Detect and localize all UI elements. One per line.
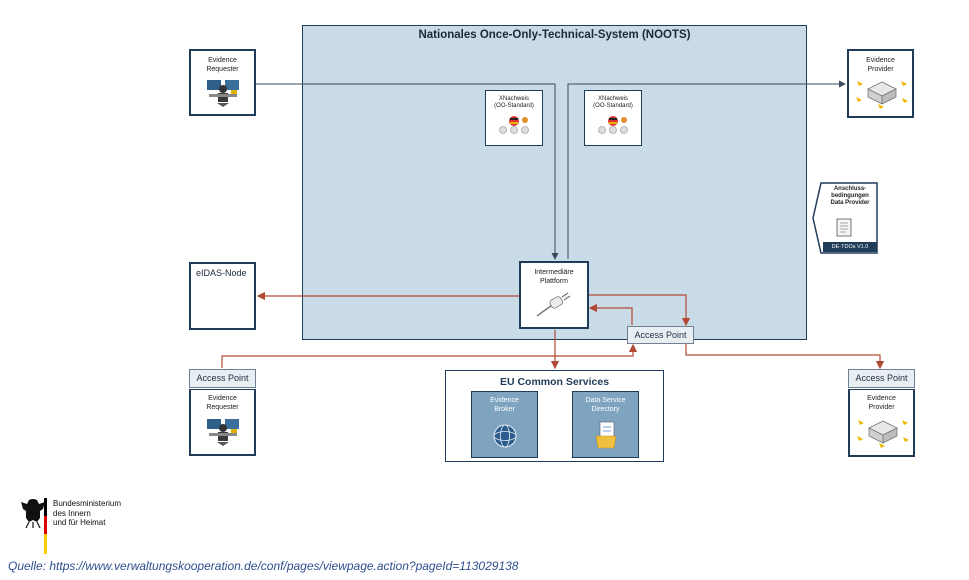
data-service-directory-line1: Data Service bbox=[585, 397, 626, 404]
eidas-node-box: eIDAS-Node bbox=[189, 262, 256, 330]
xnachweis-left-line1: XNachweis bbox=[498, 96, 529, 102]
bottom-evidence-provider-box: Evidence Provider bbox=[848, 389, 915, 457]
directory-document-icon bbox=[595, 421, 616, 449]
bottom-evidence-requester-box: Evidence Requester bbox=[189, 389, 256, 456]
source-caption: Quelle: https://www.verwaltungskooperati… bbox=[8, 559, 519, 573]
xnachweis-right-box: XNachweis (OO-Standard) bbox=[584, 90, 642, 146]
access-point-left: Access Point bbox=[189, 369, 256, 388]
server-network-icon bbox=[856, 420, 909, 448]
flag-stripe-red bbox=[44, 516, 47, 534]
requester-label-line2: Requester bbox=[206, 65, 239, 73]
connector-plug-icon bbox=[536, 292, 571, 317]
globe-icon bbox=[493, 424, 516, 448]
ministry-line3: und für Heimat bbox=[53, 518, 106, 527]
accesspoint-to-platform-arrow bbox=[588, 303, 633, 325]
xnachweis-right-line1: XNachweis bbox=[597, 96, 628, 102]
top-evidence-provider-box: Evidence Provider bbox=[847, 49, 914, 118]
xnachweis-left-line2: (OO-Standard) bbox=[494, 103, 534, 109]
noots-title: Nationales Once-Only-Technical-System (N… bbox=[418, 29, 691, 41]
xnachweis-left-box: XNachweis (OO-Standard) bbox=[485, 90, 543, 146]
anschluss-version-tag: DE-TDOs V1.0 bbox=[823, 242, 877, 252]
data-service-directory-box: Data Service Directory bbox=[572, 391, 639, 458]
evidence-broker-line2: Broker bbox=[494, 405, 515, 413]
platform-label-line2: Plattform bbox=[539, 277, 568, 285]
server-network-icon bbox=[855, 81, 908, 109]
provider-label-line1: Evidence bbox=[866, 57, 895, 64]
bottom-provider-line1: Evidence bbox=[867, 395, 896, 402]
federal-eagle-icon bbox=[21, 499, 45, 529]
flag-stripe-gold bbox=[44, 534, 47, 554]
flag-stripe-black bbox=[44, 498, 47, 516]
platform-to-provider-line bbox=[567, 80, 846, 259]
requester-to-accesspoint-arrow bbox=[221, 343, 638, 368]
office-worker-icon bbox=[206, 419, 239, 446]
platform-to-accesspoint-arrow bbox=[588, 294, 691, 327]
ministry-logo bbox=[21, 498, 47, 554]
anschluss-badge-shape bbox=[812, 182, 878, 254]
requester-to-platform-line bbox=[256, 83, 559, 260]
ministry-name: Bundesministerium des Innern und für Hei… bbox=[53, 499, 121, 528]
bottom-requester-line1: Evidence bbox=[208, 395, 237, 402]
anschluss-line2: bedingungen bbox=[831, 193, 869, 199]
data-service-directory-line2: Directory bbox=[591, 405, 620, 413]
access-point-right: Access Point bbox=[848, 369, 915, 388]
provider-label-line2: Provider bbox=[867, 65, 894, 73]
access-point-center: Access Point bbox=[627, 326, 694, 344]
xnachweis-right-icon bbox=[598, 116, 628, 134]
eidas-node-label: eIDAS-Node bbox=[196, 268, 247, 278]
ministry-line1: Bundesministerium bbox=[53, 499, 122, 508]
evidence-broker-line1: Evidence bbox=[490, 397, 519, 404]
xnachweis-left-icon bbox=[499, 116, 529, 134]
anschluss-line3: Data Provider bbox=[830, 200, 870, 206]
intermediaere-plattform-box: Intermediäre Plattform bbox=[519, 261, 589, 329]
platform-label-line1: Intermediäre bbox=[534, 269, 574, 276]
accesspoint-to-provider-arrow bbox=[685, 344, 885, 370]
evidence-broker-box: Evidence Broker bbox=[471, 391, 538, 458]
anschluss-label: Anschluss- bedingungen Data Provider bbox=[822, 186, 878, 207]
eu-common-services-title: EU Common Services bbox=[499, 376, 610, 388]
anschluss-line1: Anschluss- bbox=[833, 186, 867, 192]
bottom-provider-line2: Provider bbox=[868, 403, 895, 411]
top-evidence-requester-box: Evidence Requester bbox=[189, 49, 256, 116]
office-worker-icon bbox=[206, 80, 239, 107]
requester-label-line1: Evidence bbox=[208, 57, 237, 64]
ministry-line2: des Innern bbox=[53, 508, 91, 518]
bottom-requester-line2: Requester bbox=[206, 403, 239, 411]
xnachweis-right-line2: (OO-Standard) bbox=[593, 103, 633, 109]
